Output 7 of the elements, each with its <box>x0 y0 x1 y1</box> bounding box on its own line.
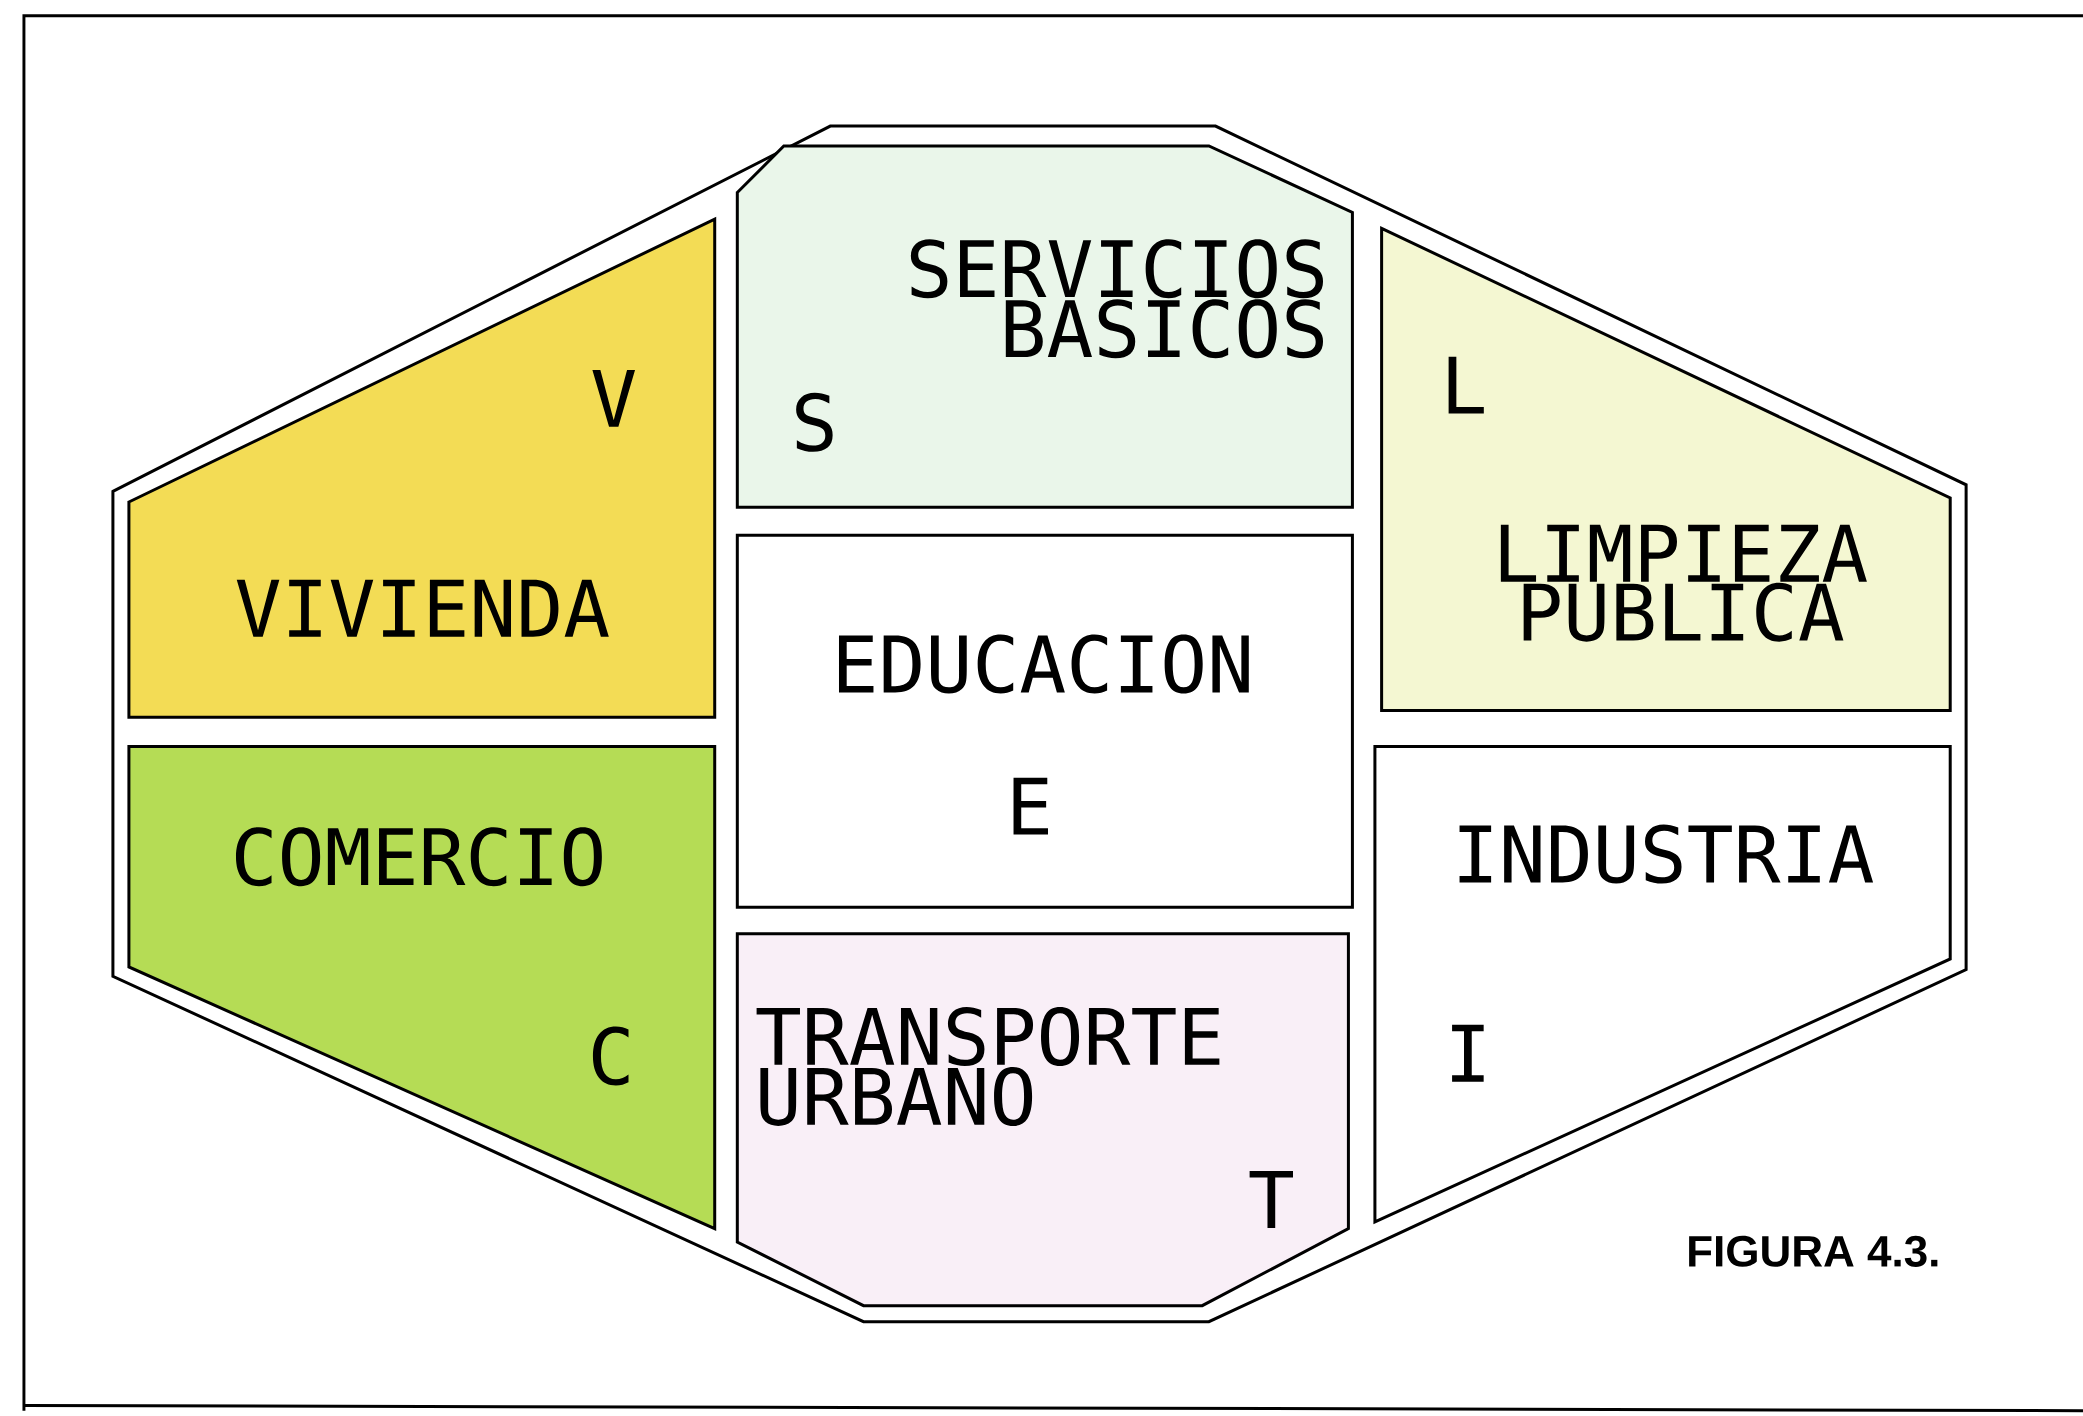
region-box: SERVICIOS BASICOS S <box>735 144 1354 509</box>
region-box: COMERCIO C <box>127 745 717 1231</box>
region-box: L LIMPIEZA PUBLICA <box>1380 226 1952 713</box>
region-box: TRANSPORTE URBANO T <box>735 932 1350 1308</box>
caption: FIGURA 4.3. <box>1689 1235 1938 1267</box>
region-box: EDUCACION E <box>735 533 1354 909</box>
region-box: V VIVIENDA <box>127 216 717 719</box>
